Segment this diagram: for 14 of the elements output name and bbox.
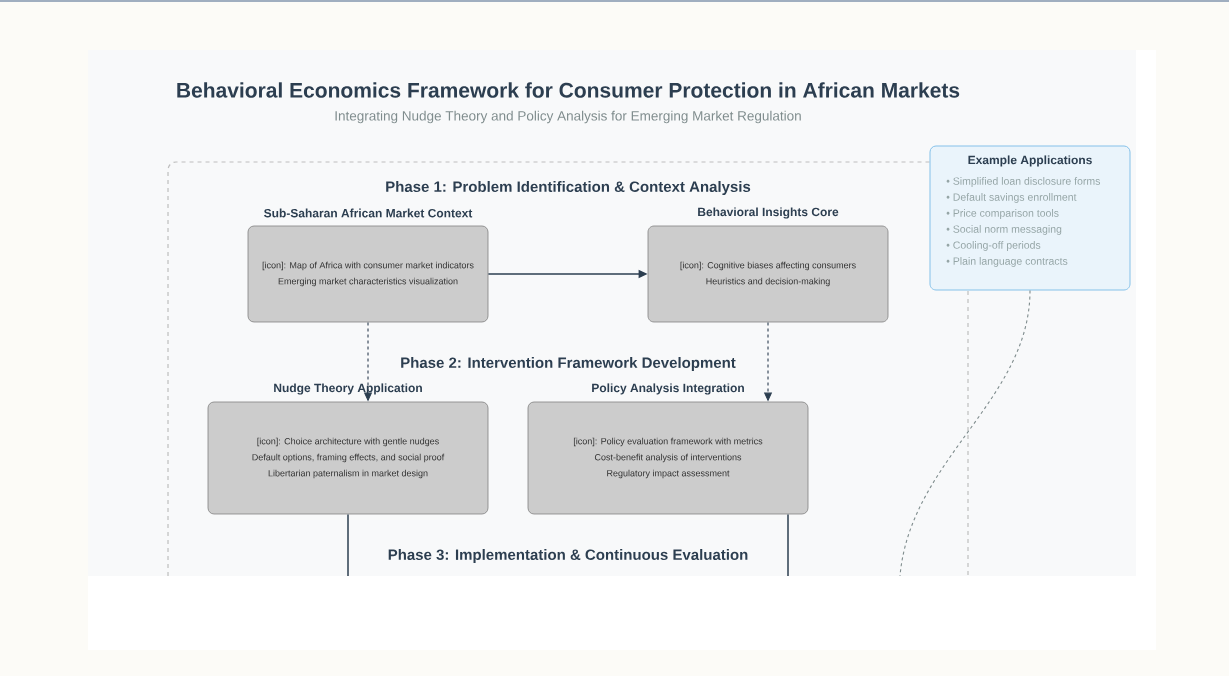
box-heading: Nudge Theory Application [274, 383, 422, 395]
process-box: [icon]: Cognitive biases affecting consumers Heuristics and decision-making [647, 225, 889, 323]
phase-heading: Phase 2: Intervention Framework Development [401, 357, 736, 371]
phase-heading: Phase 3: Implementation & Continuous Evaluation [388, 549, 748, 563]
box-heading: Policy Analysis Integration [592, 383, 744, 395]
callout-box: Example Applications • Simplified loan disclosure forms • Default savings enrollment • Price comparison tools • Social norm messaging • Cooling-off periods • Plain language contracts [929, 145, 1131, 291]
process-box: [icon]: Policy evaluation framework with metrics Cost-benefit analysis of interventions Regulatory impact assessment [527, 401, 809, 515]
process-box: [icon]: Map of Africa with consumer market indicators Emerging market characteristics visualization [247, 225, 489, 323]
subtitle: Integrating Nudge Theory and Policy Analysis for Emerging Market Regulation [335, 110, 801, 124]
process-box: [icon]: Choice architecture with gentle nudges Default options, framing effects, and social proof Libertarian paternalism in market design [207, 401, 489, 515]
box-heading: Behavioral Insights Core [698, 207, 839, 219]
box-heading: Sub-Saharan African Market Context [264, 208, 473, 218]
title: Behavioral Economics Framework for Consumer Protection in African Markets [177, 82, 960, 98]
phase-heading: Phase 1: Problem Identification & Context Analysis [386, 181, 751, 195]
